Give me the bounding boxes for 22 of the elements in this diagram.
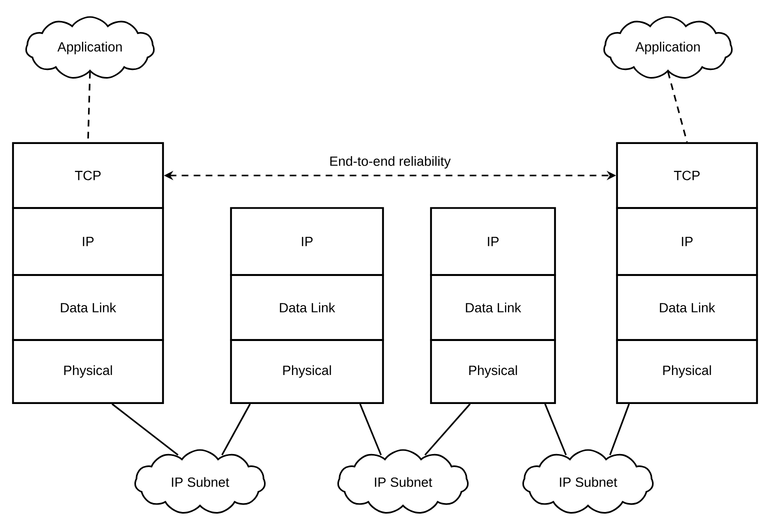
layer-box: Physical	[616, 339, 758, 404]
connector-line	[424, 403, 471, 456]
connector-line	[112, 403, 178, 456]
layer-box: Physical	[230, 339, 384, 404]
connector-line	[359, 404, 382, 456]
layer-box: Physical	[430, 339, 556, 404]
layer-box: TCP	[12, 142, 164, 209]
layer-box: Data Link	[430, 274, 556, 341]
layer-box: IP	[430, 207, 556, 276]
layer-box: Data Link	[12, 274, 164, 341]
layer-box: Data Link	[230, 274, 384, 341]
layer-box: Physical	[12, 339, 164, 404]
connector-line	[667, 72, 688, 142]
connector-line	[609, 404, 630, 456]
layer-box: TCP	[616, 142, 758, 209]
layer-box: Data Link	[616, 274, 758, 341]
layer-box: IP	[616, 207, 758, 276]
connector-line	[221, 404, 251, 456]
edge-label: End-to-end reliability	[328, 154, 452, 170]
layer-box: IP	[12, 207, 164, 276]
connector-line	[544, 404, 567, 456]
layer-box: IP	[230, 207, 384, 276]
